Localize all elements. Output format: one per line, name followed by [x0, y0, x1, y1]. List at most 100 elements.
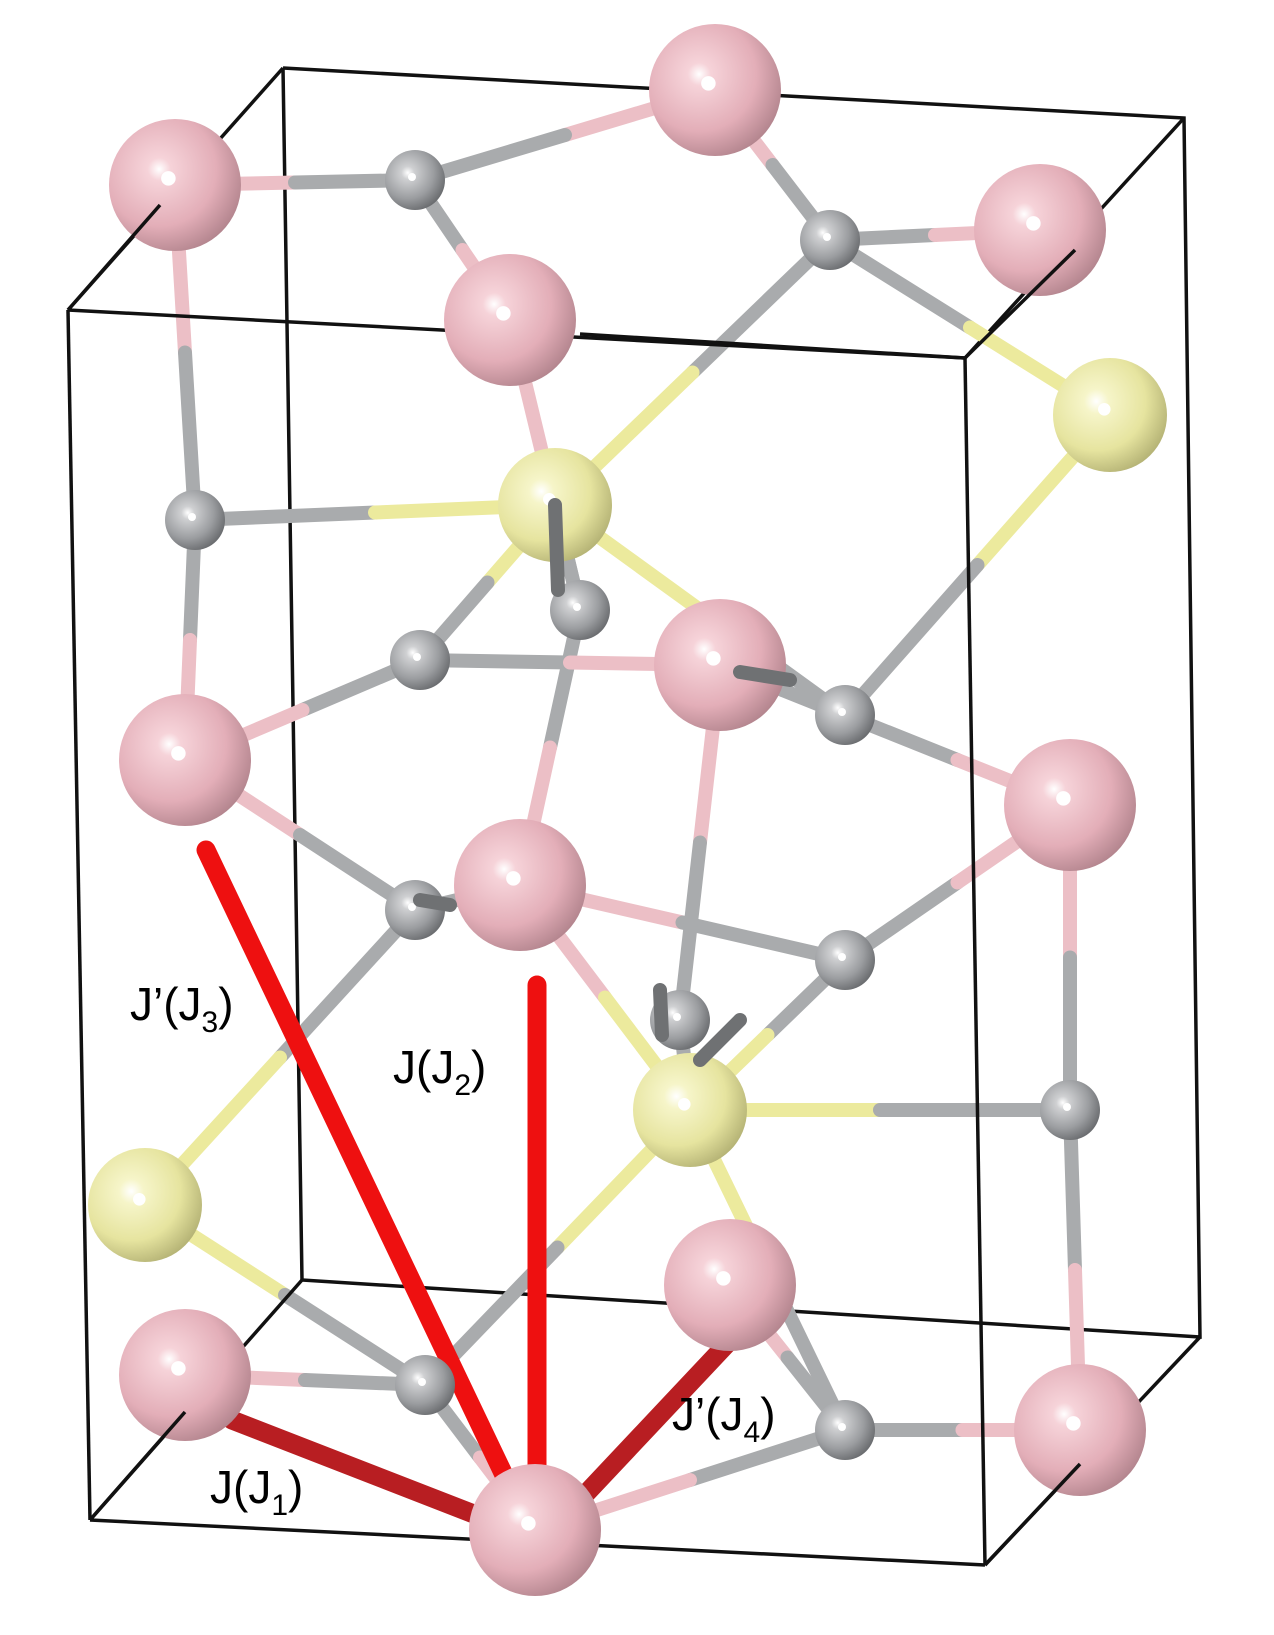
- gray-atom-sphere: [550, 580, 610, 640]
- label-j1-sub: 1: [271, 1489, 288, 1522]
- gray-atom-g7: [385, 880, 445, 940]
- foreground-bond-stub-1: [548, 498, 565, 597]
- gray-atom-g8: [815, 930, 875, 990]
- pink-atom-highlight: [496, 306, 511, 321]
- pink-atom-sphere: [1004, 739, 1136, 871]
- pink-atom-sphere: [469, 1464, 601, 1596]
- pink-atom-p4: [444, 254, 576, 386]
- label-j3-close: ): [218, 978, 233, 1030]
- foreground-bond-stub-5: [693, 1013, 747, 1067]
- gray-atom-highlight: [823, 233, 831, 241]
- label-j2-close: ): [471, 1041, 486, 1093]
- label-j4-close: ): [760, 1388, 775, 1440]
- gray-atom-sphere: [815, 1400, 875, 1460]
- pink-atom-sphere: [444, 254, 576, 386]
- gray-atom-g11: [395, 1355, 455, 1415]
- pink-atom-highlight: [521, 1516, 536, 1531]
- gray-atom-highlight: [838, 1423, 846, 1431]
- label-j2: J(J2): [393, 1041, 486, 1102]
- bond-G2-Y1-half-1: [685, 233, 837, 380]
- pink-atom-p2: [649, 24, 781, 156]
- label-j3-sub: 3: [202, 1006, 219, 1039]
- exchange-labels: J’(J3) J(J2) J’(J4) J(J1): [130, 978, 776, 1522]
- bond-G3-Y1-half-1: [188, 505, 382, 527]
- pink-atom-p7: [1004, 739, 1136, 871]
- pink-atom-p9: [119, 1309, 251, 1441]
- yellow-atom-sphere: [633, 1053, 747, 1167]
- pink-atom-highlight: [706, 651, 721, 666]
- pink-atom-sphere: [109, 119, 241, 251]
- yellow-atom-y2: [1053, 358, 1167, 472]
- cell-edge-front-left: [66, 309, 92, 1521]
- pink-atom-highlight: [171, 746, 186, 761]
- gray-atom-highlight: [838, 953, 846, 961]
- cell-corner-stroke-top-right: [963, 248, 1077, 360]
- pink-atom-sphere: [119, 694, 251, 826]
- pink-atom-sphere: [974, 164, 1106, 296]
- pink-atom-highlight: [701, 76, 716, 91]
- pink-atom-sphere: [649, 24, 781, 156]
- gray-atom-highlight: [1063, 1103, 1071, 1111]
- pink-atom-highlight: [161, 171, 176, 186]
- yellow-atom-y3: [88, 1148, 202, 1262]
- gray-atom-g4: [550, 580, 610, 640]
- gray-atom-sphere: [800, 210, 860, 270]
- yellow-atom-highlight: [133, 1193, 146, 1206]
- pink-atom-sphere: [454, 819, 586, 951]
- pink-atom-highlight: [1066, 1416, 1081, 1431]
- pink-atom-sphere: [119, 1309, 251, 1441]
- label-j2-main: J(J: [393, 1041, 454, 1093]
- gray-atom-g2: [800, 210, 860, 270]
- yellow-atom-sphere: [1053, 358, 1167, 472]
- gray-atom-highlight: [673, 1013, 681, 1021]
- pink-atom-p3: [974, 164, 1106, 296]
- label-j4: J’(J4): [672, 1388, 776, 1449]
- yellow-atom-highlight: [1098, 403, 1111, 416]
- pink-atom-highlight: [506, 871, 521, 886]
- pink-atom-p11: [1014, 1364, 1146, 1496]
- gray-atom-sphere: [1040, 1080, 1100, 1140]
- pink-atom-p1: [109, 119, 241, 251]
- label-j1-close: ): [288, 1461, 303, 1513]
- foreground-bond-stub-3: [733, 665, 797, 687]
- pink-atom-p10: [664, 1219, 796, 1351]
- unit-cell-corner-strokes: [66, 203, 1082, 1567]
- pink-atom-highlight: [716, 1271, 731, 1286]
- pink-atom-sphere: [664, 1219, 796, 1351]
- cell-corner-stroke-top-left: [66, 203, 162, 312]
- gray-atom-sphere: [385, 880, 445, 940]
- gray-atom-sphere: [815, 930, 875, 990]
- gray-atom-g6: [815, 685, 875, 745]
- foreground-bond-stub-4: [653, 983, 669, 1042]
- pink-atom-p12: [469, 1464, 601, 1596]
- gray-atom-highlight: [408, 173, 416, 181]
- exchange-path-j3: [196, 840, 545, 1550]
- label-j4-main: J’(J: [672, 1388, 744, 1440]
- gray-atom-highlight: [838, 708, 846, 716]
- gray-atom-highlight: [418, 1378, 426, 1386]
- yellow-atom-sphere: [88, 1148, 202, 1262]
- pink-atom-p6: [654, 599, 786, 731]
- atoms: [88, 24, 1167, 1596]
- gray-atom-sphere: [815, 685, 875, 745]
- label-j1-main: J(J: [210, 1461, 271, 1513]
- gray-atom-g12: [815, 1400, 875, 1460]
- cell-top-edge-segment: [579, 332, 966, 360]
- gray-atom-sphere: [395, 1355, 455, 1415]
- pink-atom-highlight: [171, 1361, 186, 1376]
- gray-atom-g5: [390, 630, 450, 690]
- exchange-paths: [196, 840, 750, 1550]
- bonds: [138, 83, 1117, 1537]
- cell-edge-front-right: [963, 357, 987, 1566]
- gray-atom-g3: [165, 490, 225, 550]
- gray-atom-highlight: [188, 513, 196, 521]
- label-j3-main: J’(J: [130, 978, 202, 1030]
- gray-atom-sphere: [165, 490, 225, 550]
- foreground-bond-stub-2: [413, 893, 457, 912]
- label-j1: J(J1): [210, 1461, 303, 1522]
- label-j4-sub: 4: [744, 1416, 761, 1449]
- pink-atom-sphere: [1014, 1364, 1146, 1496]
- yellow-atom-highlight: [678, 1098, 691, 1111]
- cell-corner-stroke-bottom-right: [983, 1462, 1082, 1567]
